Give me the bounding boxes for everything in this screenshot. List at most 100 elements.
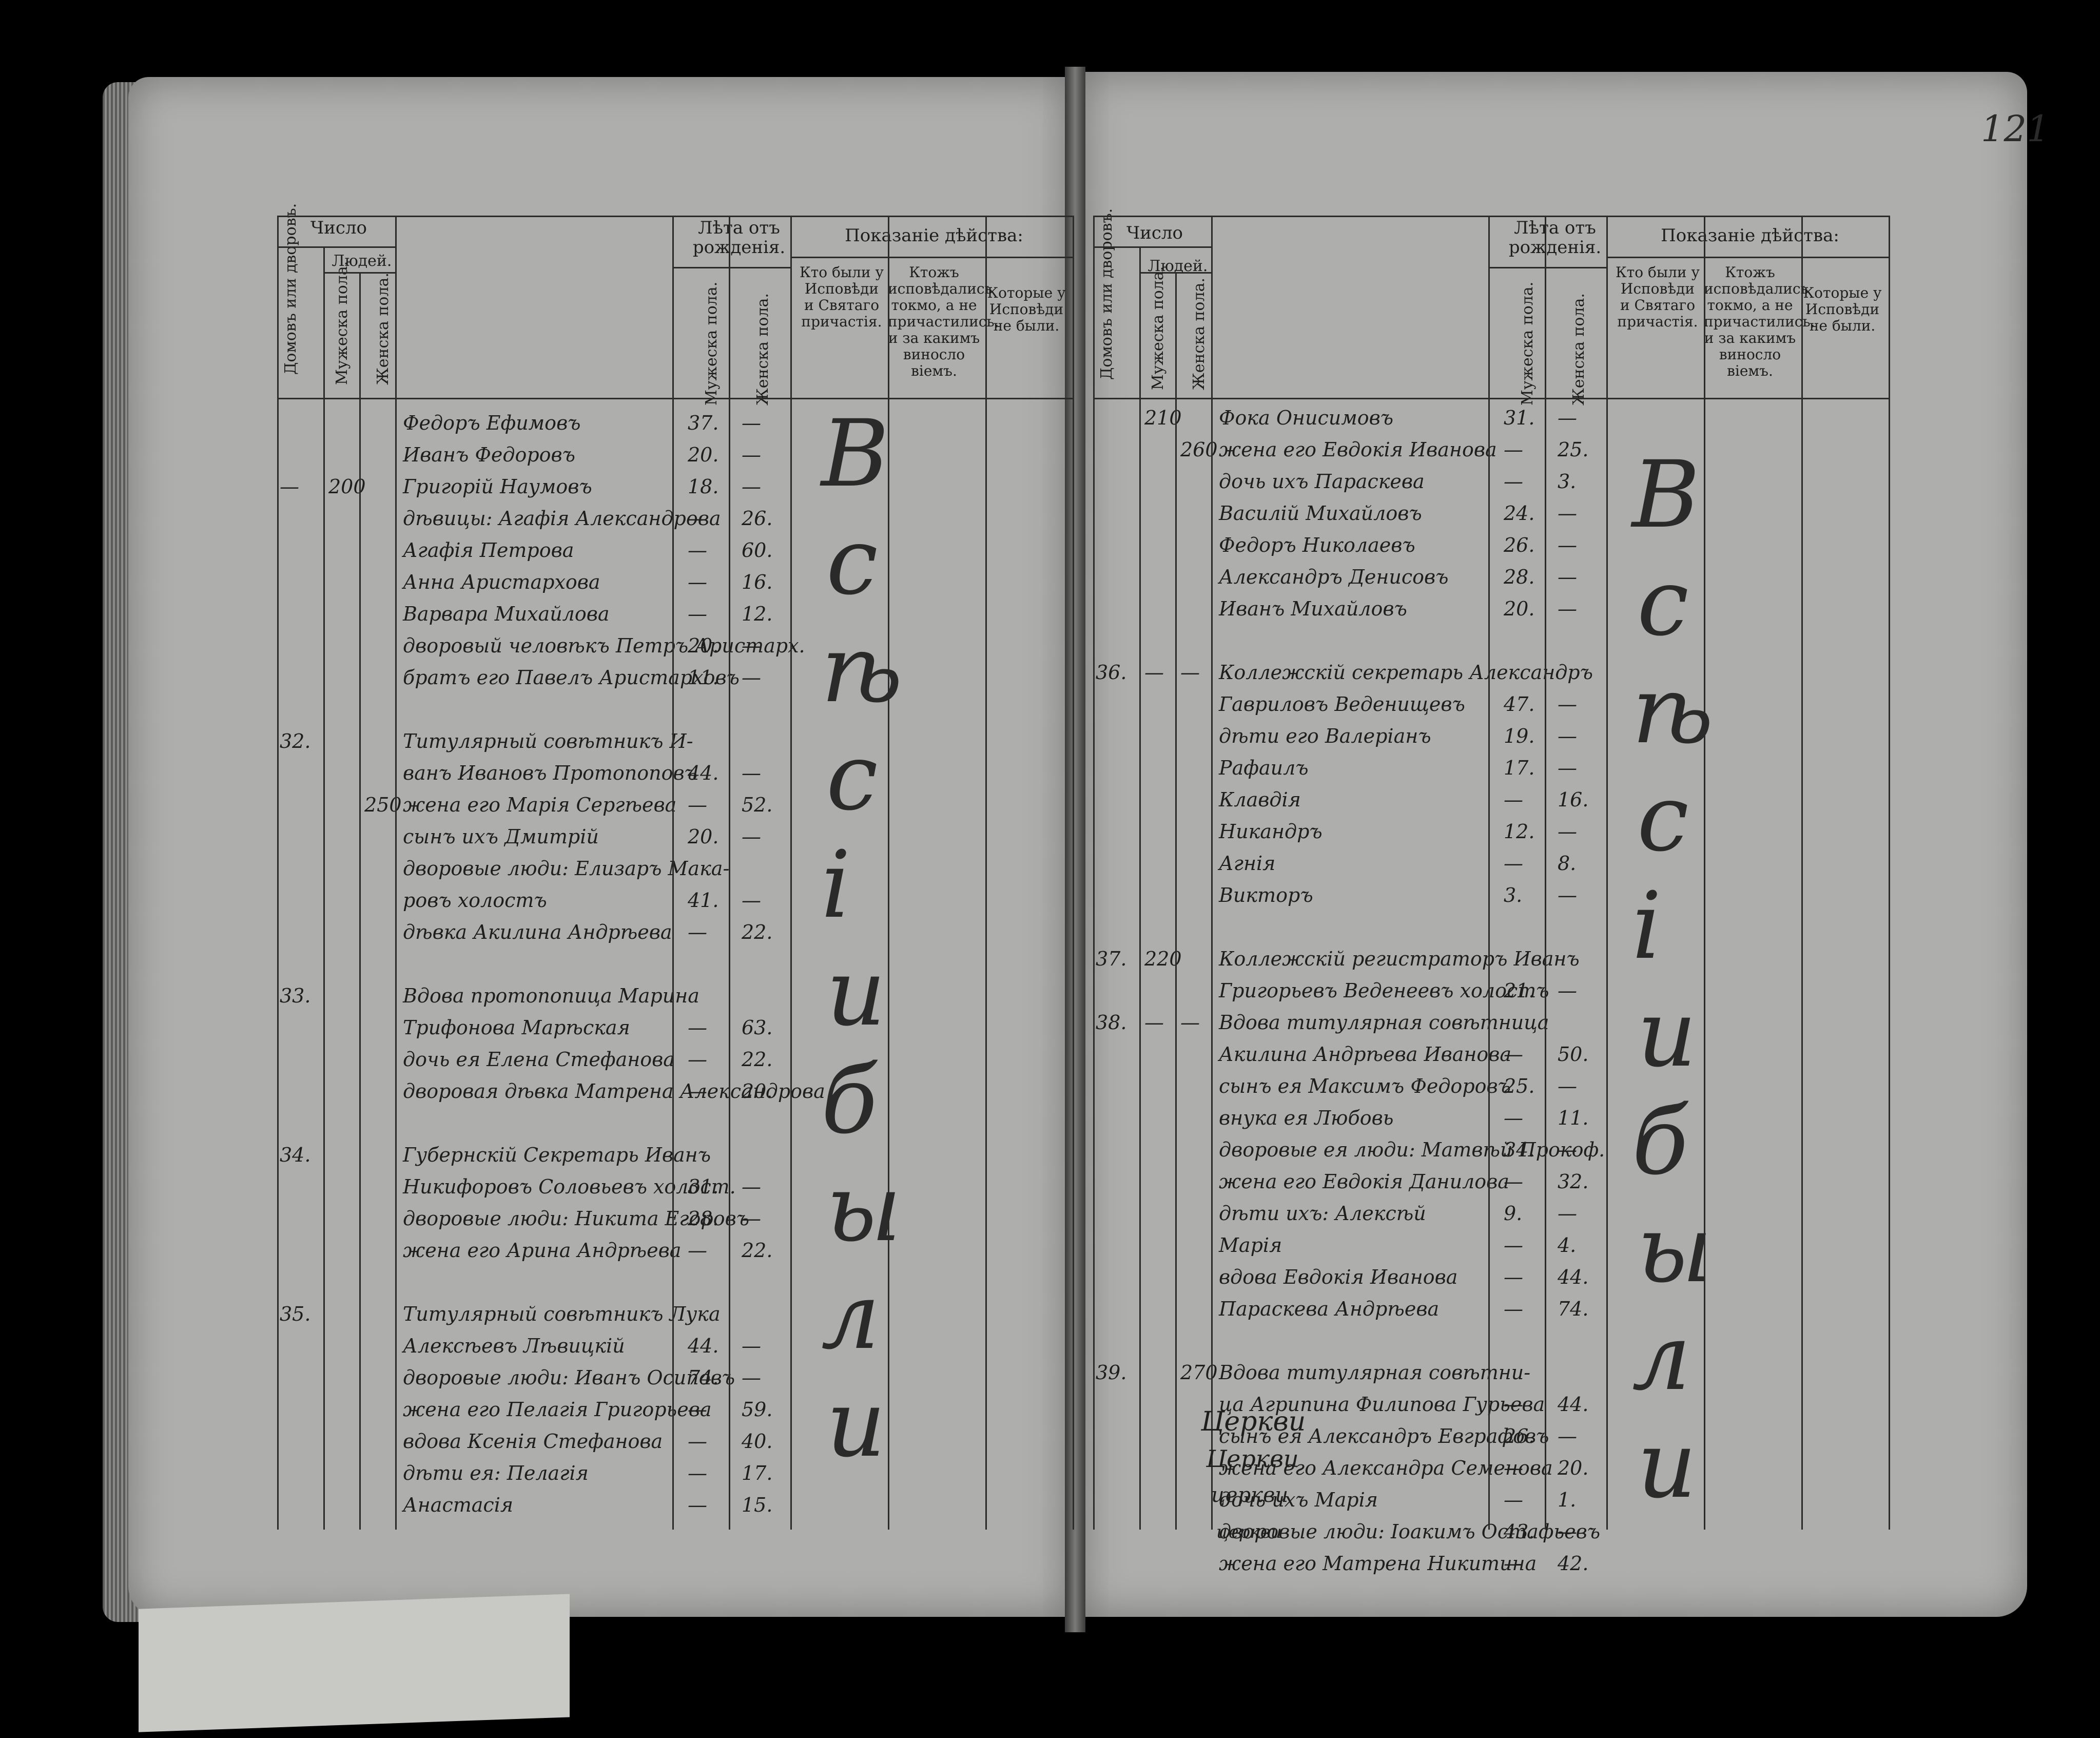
lyudey-header: Людей. [332,252,392,270]
male-age-cell: — [1504,1552,1523,1575]
female-age-cell: — [1558,534,1577,556]
male-age-cell: — [688,571,707,593]
name-cell: дѣти его Валеріанъ [1219,725,1431,747]
domov-header: Домовъ или дворовъ. [282,203,300,375]
table-rule [672,267,790,268]
male-age-cell: 20. [688,443,719,466]
name-cell: дворовые люди: Іоакимъ Остафьевъ [1219,1520,1601,1543]
table-rule [1704,216,1705,1530]
table-rule [729,216,730,1530]
female-age-cell: 40. [742,1430,773,1453]
name-cell: дѣвка Акилина Андрѣева [403,921,672,943]
table-rule [1093,398,1889,399]
name-cell: дочь ихъ Параскева [1219,470,1425,493]
table-rule [395,216,397,1530]
table-rule [1139,272,1211,274]
female-age-cell: — [742,443,761,466]
table-rule [277,216,279,1530]
male-age-cell: 18. [688,475,719,498]
summary-letter: и [826,939,886,1047]
table-rule [1889,216,1890,1530]
male-age-cell: — [1504,1234,1523,1257]
female-age-cell: 52. [742,794,773,816]
table-row: дворовая дѣвка Матрена Александрова—20. [277,1076,1073,1106]
male-age-cell: — [1504,1266,1523,1288]
male-age-cell: 19. [1504,725,1535,747]
male-age-cell: 43. [1504,1520,1535,1543]
summary-letter: и [1637,1412,1697,1519]
male-age-cell: 37. [688,412,719,434]
male-age-cell: — [688,1462,707,1484]
name-cell: Варвара Михайлова [403,603,610,625]
house-cell: 33. [280,984,311,1007]
table-row: Анна Аристархова—16. [277,567,1073,597]
table-row: Клавдія—16. [1093,785,1889,815]
table-row: дворовые люди: Елизаръ Мака- [277,854,1073,883]
male-age-cell: — [688,1016,707,1039]
female-age-cell: 20. [742,1080,773,1103]
chislo-header: Число [1126,223,1183,243]
male-age-cell: — [1504,1298,1523,1320]
male-age-cell: — [688,1048,707,1071]
table-row: Агафія Петрова—60. [277,535,1073,565]
female-age-cell: — [742,666,761,689]
male-age-cell: 28. [688,1207,719,1230]
name-cell: жена его Евдокія Иванова [1219,438,1497,461]
male-age-cell: 41. [688,889,719,912]
muzh-header: Мужеска пола. [333,261,351,385]
male-age-cell: 28. [1504,566,1535,588]
name-cell: жена его Арина Андрѣева [403,1239,682,1262]
male-age-cell: — [688,1494,707,1516]
table-row: дворовый человѣкъ Петръ Аристарх.20.— [277,631,1073,661]
leta-header: Лѣта отъ рожденія. [1508,218,1602,258]
female-age-cell: — [1558,1202,1577,1225]
male-count-cell: — [1144,1011,1164,1034]
table-row: 38.——Вдова титулярная совѣтница [1093,1008,1889,1037]
male-age-cell: 3. [1504,884,1523,906]
male-age-cell: 11. [688,666,719,689]
table-rule [1093,246,1211,248]
table-rule [277,398,1073,399]
male-age-cell: — [1504,438,1523,461]
pokazanie-header: Показаніе дѣйства: [845,225,1023,246]
name-cell: жена его Александра Семенова [1219,1457,1553,1479]
name-cell: Никандръ [1219,820,1323,843]
female-age-cell: 4. [1558,1234,1577,1257]
table-rule [790,216,792,1530]
male-age-cell: 24. [1504,502,1535,525]
table-row: жена его Арина Андрѣева—22. [277,1235,1073,1265]
female-age-cell: — [742,1335,761,1357]
female-age-cell: — [1558,884,1577,906]
folio-number: 121 [1981,108,2050,150]
female-age-cell: — [742,1207,761,1230]
female-age-cell: — [1558,407,1577,429]
table-row: 33.Вдова протопопица Марина [277,981,1073,1011]
male-age-cell: — [1504,1107,1523,1129]
table-row: вдова Ксенія Стефанова—40. [277,1426,1073,1456]
name-cell: дѣти ихъ: Алексѣй [1219,1202,1426,1225]
table-row: вдова Евдокія Иванова—44. [1093,1262,1889,1292]
table-row: жена его Матрена Никитина—42. [1093,1549,1889,1578]
col2-header: Ктожъ исповѣдались токмо, а не причастил… [888,264,999,379]
house-cell: — [280,475,299,498]
male-count-cell: — [1144,661,1164,684]
name-cell: дворовые люди: Елизаръ Мака- [403,857,730,880]
female-age-cell: — [1558,757,1577,779]
female-age-cell: — [1558,820,1577,843]
female-age-cell: 15. [742,1494,773,1516]
female-age-cell: — [1558,597,1577,620]
leta-header: Лѣта отъ рожденія. [692,218,786,258]
table-rule [277,246,395,248]
table-rule [1211,216,1213,1530]
book-spine [1065,67,1085,1632]
name-cell: вдова Евдокія Иванова [1219,1266,1458,1288]
